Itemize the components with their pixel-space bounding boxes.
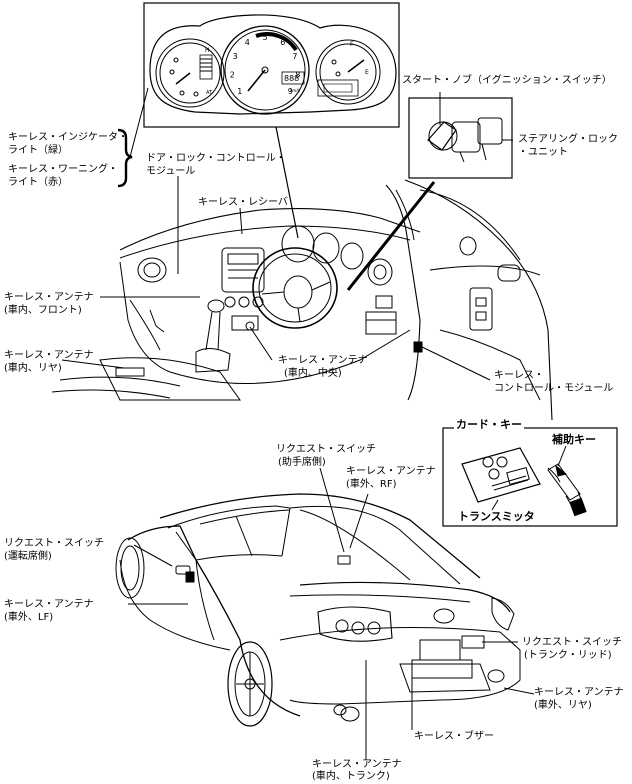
- label-keyless-receiver: キーレス・レシーバ: [198, 197, 288, 208]
- label-steering-lock-1: ステアリング・ロック: [518, 134, 618, 145]
- label-door-lock-module-2: モジュール: [146, 166, 196, 177]
- label-keyless-module-2: コントロール・モジュール: [494, 383, 614, 394]
- label-antenna-trunk-1: キーレス・アンテナ: [312, 759, 402, 770]
- tach-numbers: 12 34 5 67 89: [230, 33, 300, 96]
- label-antenna-front-1: キーレス・アンテナ: [4, 292, 94, 303]
- label-antenna-rear-out-1: キーレス・アンテナ: [534, 687, 624, 698]
- label-card-key: カード・キー: [454, 418, 524, 431]
- label-req-switch-passenger-2: (助手席側): [278, 457, 326, 468]
- label-antenna-rear-in-2: (車内、リヤ): [4, 363, 62, 374]
- label-req-switch-driver-2: (運転席側): [4, 551, 52, 562]
- tach-number: 8: [295, 70, 300, 79]
- label-req-switch-trunk-2: (トランク・リッド): [524, 650, 612, 661]
- label-antenna-center-1: キーレス・アンテナ: [278, 355, 368, 366]
- tach-odo-digits: 888: [284, 74, 299, 83]
- svg-text:AT: AT: [206, 90, 213, 96]
- label-req-switch-passenger-1: リクエスト・スイッチ: [276, 444, 376, 455]
- tach-number: 1: [237, 87, 242, 96]
- label-antenna-rf-2: (車外、RF): [346, 479, 397, 490]
- label-antenna-trunk-2: (車内、トランク): [312, 771, 390, 782]
- tach-number: 2: [230, 70, 235, 79]
- left-gauge: H AT: [155, 38, 225, 108]
- label-antenna-rf-1: キーレス・アンテナ: [346, 466, 436, 477]
- label-req-switch-trunk-1: リクエスト・スイッチ: [522, 637, 622, 648]
- label-steering-lock-2: ・ユニット: [518, 147, 568, 158]
- card-key-inset: [442, 427, 618, 527]
- leader-lines: [61, 176, 535, 760]
- label-door-lock-module-1: ドア・ロック・コントロール・: [146, 153, 286, 164]
- tach-number: 4: [245, 38, 250, 47]
- label-antenna-rear-in-1: キーレス・アンテナ: [4, 350, 94, 361]
- label-transmitter: トランスミッタ: [458, 510, 535, 523]
- label-keyless-warning-2: ライト（赤）: [8, 177, 68, 188]
- tach-number: 6: [280, 38, 285, 47]
- tach-speed-unit: km/h: [290, 88, 301, 93]
- label-buzzer: キーレス・ブザー: [414, 731, 494, 742]
- label-antenna-center-2: (車内、中央): [284, 368, 342, 379]
- start-knob-inset: [346, 92, 513, 291]
- instrument-cluster-inset: H AT 888 km/h 12 34 5 67 89 F E: [143, 2, 400, 239]
- svg-text:H: H: [205, 47, 210, 54]
- exterior-car: [115, 493, 521, 727]
- indicator-brace: [117, 128, 133, 188]
- label-antenna-rear-out-2: (車外、リヤ): [534, 700, 592, 711]
- label-req-switch-driver-1: リクエスト・スイッチ: [4, 538, 104, 549]
- tach-number: 5: [263, 33, 268, 42]
- tach-number: 9: [288, 87, 293, 96]
- label-keyless-module-1: キーレス・: [494, 370, 544, 381]
- tach-number: 7: [292, 52, 297, 61]
- right-gauge: F E: [315, 39, 381, 105]
- label-antenna-lf-2: (車外、LF): [4, 612, 54, 623]
- label-keyless-indicator-2: ライト（緑）: [8, 145, 68, 156]
- label-start-knob: スタート・ノブ（イグニッション・スイッチ）: [402, 75, 612, 86]
- interior-dashboard: [51, 179, 553, 421]
- tach-number: 3: [233, 52, 238, 61]
- tachometer: 888 km/h: [220, 25, 310, 115]
- label-keyless-warning-1: キーレス・ワーニング・: [8, 164, 118, 175]
- label-keyless-indicator-1: キーレス・インジケータ・: [8, 132, 128, 143]
- svg-text:F: F: [350, 41, 354, 48]
- label-aux-key: 補助キー: [552, 433, 596, 446]
- svg-text:E: E: [365, 69, 369, 76]
- label-antenna-lf-1: キーレス・アンテナ: [4, 599, 94, 610]
- label-antenna-front-2: (車内、フロント): [4, 305, 82, 316]
